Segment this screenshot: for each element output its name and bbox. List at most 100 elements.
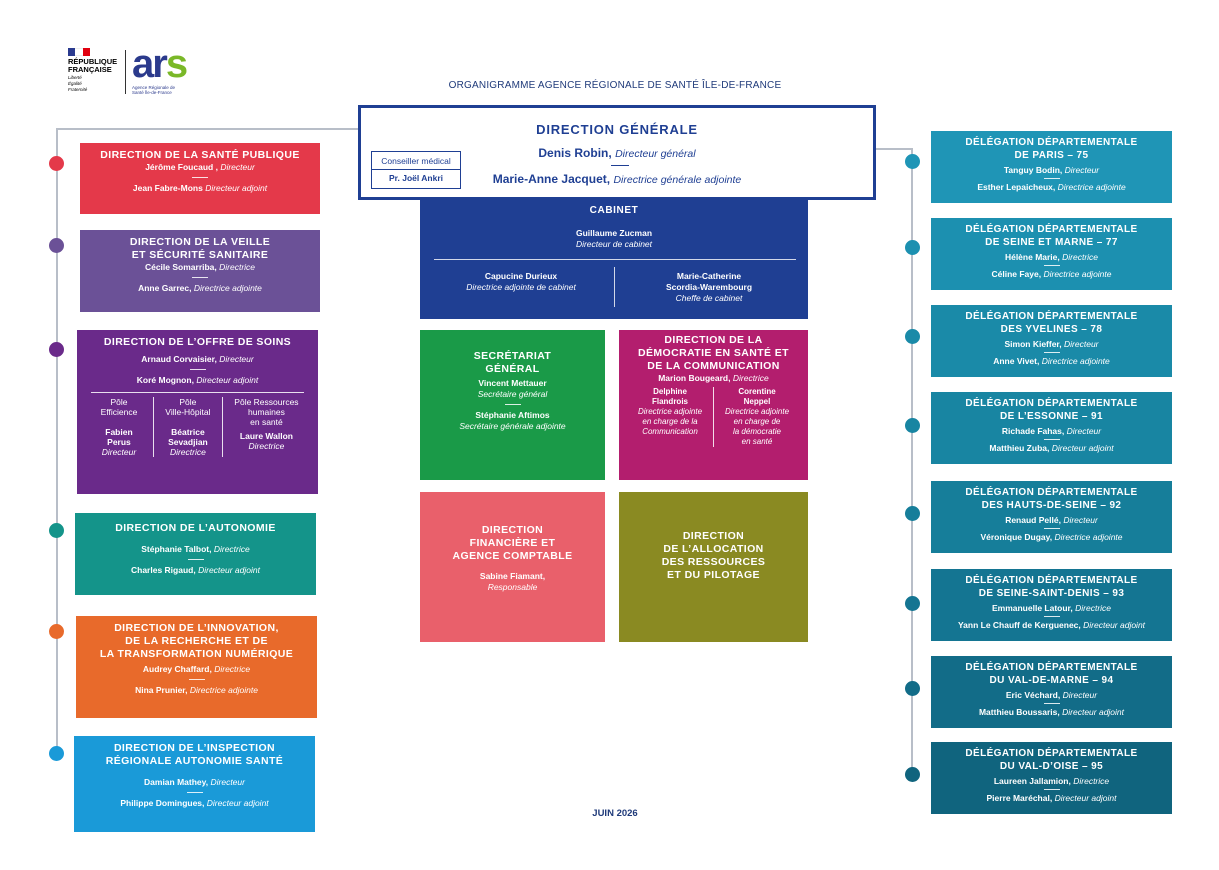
delegation-title-line-1: DÉLÉGATION DÉPARTEMENTALE <box>965 487 1138 498</box>
box-title-line-2: GÉNÉRAL <box>485 363 540 375</box>
box-title-line-3: AGENCE COMPTABLE <box>452 550 573 562</box>
director: Simon Kieffer, Directeur <box>1004 339 1099 349</box>
direction-allocation-box: DIRECTION DE L’ALLOCATION DES RESSOURCES… <box>619 492 808 642</box>
deputy: Céline Faye, Directrice adjointe <box>991 269 1112 279</box>
logo-separator <box>125 50 126 94</box>
delegation-title-line-2: DES HAUTS-DE-SEINE – 92 <box>981 500 1122 511</box>
delegation-title-line-2: DE PARIS – 75 <box>1014 150 1089 161</box>
box-title-line-2: DE LA RECHERCHE ET DE <box>125 635 268 647</box>
delegation-title-line-1: DÉLÉGATION DÉPARTEMENTALE <box>965 748 1138 759</box>
connector-dot <box>49 238 64 253</box>
direction-innovation-box: DIRECTION DE L’INNOVATION, DE LA RECHERC… <box>76 616 317 718</box>
director: Renaud Pellé, Directeur <box>1005 515 1098 525</box>
connector-dot <box>905 767 920 782</box>
separator <box>1043 528 1060 529</box>
direction-veille-box: DIRECTION DE LA VEILLE ET SÉCURITÉ SANIT… <box>80 230 320 312</box>
connector-dot <box>905 329 920 344</box>
delegation-title-line-1: DÉLÉGATION DÉPARTEMENTALE <box>965 137 1138 148</box>
director: Marion Bougeard, Directrice <box>658 373 769 383</box>
delegation-title-line-1: DÉLÉGATION DÉPARTEMENTALE <box>965 575 1138 586</box>
republique-line-1: RÉPUBLIQUE <box>68 57 118 66</box>
box-title-line-2: FINANCIÈRE ET <box>469 537 556 549</box>
direction-inspection-box: DIRECTION DE L’INSPECTION RÉGIONALE AUTO… <box>74 736 315 832</box>
separator <box>1043 178 1060 179</box>
republique-francaise-logo: RÉPUBLIQUE FRANÇAISE Liberté Égalité Fra… <box>68 48 122 96</box>
deputy: Yann Le Chauff de Kerguenec, Directeur a… <box>957 620 1146 630</box>
separator <box>188 679 205 680</box>
advisor-name: Pr. Joël Ankri <box>388 173 443 183</box>
separator <box>1043 352 1060 353</box>
box-title-line-3: LA TRANSFORMATION NUMÉRIQUE <box>99 648 294 660</box>
delegation-title-line-2: DE L’ESSONNE – 91 <box>1000 411 1103 422</box>
separator <box>1043 616 1060 617</box>
box-title-line-2: ET SÉCURITÉ SANITAIRE <box>131 249 269 261</box>
box-title-line-3: DE LA COMMUNICATION <box>647 360 780 372</box>
box-title-line-2: DE L’ALLOCATION <box>663 543 764 555</box>
director: Cécile Somarriba, Directrice <box>144 262 256 272</box>
delegation-title-line-1: DÉLÉGATION DÉPARTEMENTALE <box>965 224 1138 235</box>
advisor-separator <box>372 169 460 170</box>
deputy: Véronique Dugay, Directrice adjointe <box>980 532 1123 542</box>
delegation-title-line-2: DU VAL-D’OISE – 95 <box>999 761 1104 772</box>
delegation-title-line-1: DÉLÉGATION DÉPARTEMENTALE <box>965 311 1138 322</box>
director: Jérôme Foucaud , Directeur <box>145 162 255 172</box>
separator <box>1043 789 1060 790</box>
separator <box>192 177 208 178</box>
deputy: Pierre Maréchal, Directeur adjoint <box>986 793 1117 803</box>
separator <box>187 559 204 560</box>
delegation-box: DÉLÉGATION DÉPARTEMENTALE DU VAL-D’OISE –… <box>931 742 1172 814</box>
direction-autonomie-box: DIRECTION DE L’AUTONOMIE Stéphanie Talbo… <box>75 513 316 595</box>
box-title-line-1: DIRECTION DE LA <box>664 334 763 346</box>
connector-dot <box>905 154 920 169</box>
box-title-line-1: DIRECTION DE LA VEILLE <box>129 236 271 248</box>
director: Laureen Jallamion, Directrice <box>993 776 1110 786</box>
poles-separator <box>91 392 304 393</box>
box-title-line-1: DIRECTION <box>481 524 544 536</box>
cabinet-title: CABINET <box>589 205 639 216</box>
direction-generale-box: DIRECTION GÉNÉRALE Denis Robin, Directeu… <box>358 105 876 200</box>
connector-dot <box>905 596 920 611</box>
motto-3: Fraternité <box>68 87 88 92</box>
connector-dot <box>905 506 920 521</box>
motto-1: Liberté <box>68 75 82 80</box>
delegation-box: DÉLÉGATION DÉPARTEMENTALE DES YVELINES – … <box>931 305 1172 377</box>
deputy: Philippe Domingues, Directeur adjoint <box>120 798 269 808</box>
delegation-title-line-1: DÉLÉGATION DÉPARTEMENTALE <box>965 398 1138 409</box>
director: Emmanuelle Latour, Directrice <box>991 603 1112 613</box>
connector-dot <box>49 523 64 538</box>
box-title-line-1: SECRÉTARIAT <box>473 350 552 362</box>
motto-2: Égalité <box>68 81 82 86</box>
box-title: DIRECTION DE L’AUTONOMIE <box>115 522 276 534</box>
director: Eric Véchard, Directeur <box>1005 690 1098 700</box>
box-title-line-4: ET DU PILOTAGE <box>667 569 760 581</box>
dg-deputy: Marie-Anne Jacquet, Directrice générale … <box>492 172 742 186</box>
box-title-line-1: DIRECTION DE L’INSPECTION <box>113 742 276 754</box>
advisor-title: Conseiller médical <box>381 156 451 166</box>
right-connector-line <box>911 148 913 778</box>
deputy: Charles Rigaud, Directeur adjoint <box>131 565 260 575</box>
ars-subtitle: Agence Régionale de Santé Île-de-France <box>132 85 176 95</box>
cabinet-separator <box>434 259 796 260</box>
director: Richade Fahas, Directeur <box>1001 426 1102 436</box>
deputy: Nina Prunier, Directrice adjointe <box>135 685 258 695</box>
delegation-title-line-2: DE SEINE-SAINT-DENIS – 93 <box>978 588 1125 599</box>
connector-dot <box>49 746 64 761</box>
director: Tanguy Bodin, Directeur <box>1003 165 1100 175</box>
box-title: DIRECTION DE LA SANTÉ PUBLIQUE <box>100 149 300 161</box>
page-title: ORGANIGRAMME AGENCE RÉGIONALE DE SANTÉ Î… <box>448 80 782 91</box>
dg-separator <box>611 165 629 166</box>
delegation-title-line-2: DES YVELINES – 78 <box>1000 324 1103 335</box>
connector-dot <box>49 156 64 171</box>
box-title-line-2: RÉGIONALE AUTONOMIE SANTÉ <box>105 755 284 767</box>
separator <box>504 404 521 405</box>
